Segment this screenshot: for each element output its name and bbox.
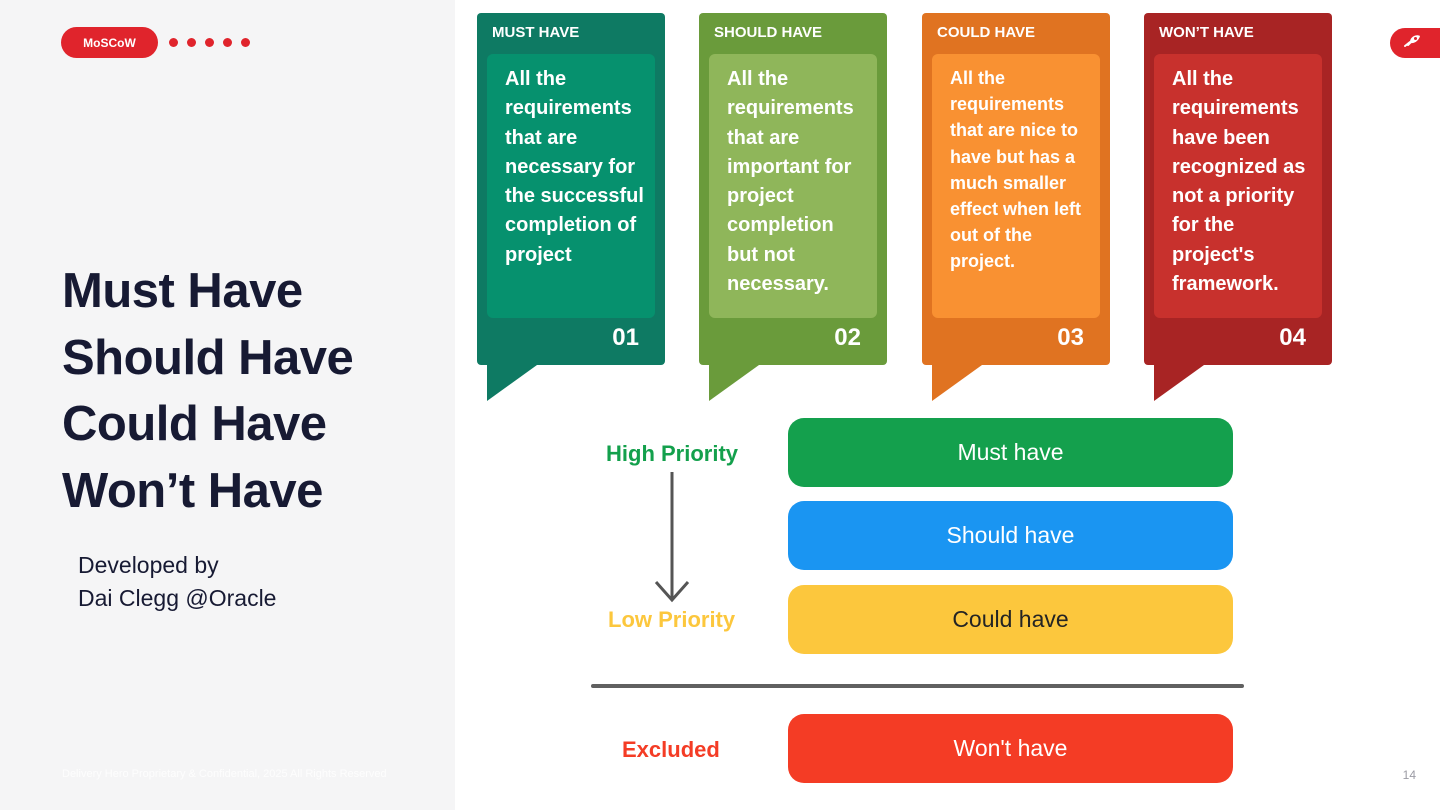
high-priority-label: High Priority [606, 441, 739, 466]
heading-line-wont: Won’t Have [62, 463, 323, 518]
page-number: 14 [1402, 768, 1416, 782]
heading-line-could: Could Have [62, 397, 327, 451]
card-number: 02 [834, 324, 861, 351]
card-text: All the requirements that are nice to ha… [950, 68, 1082, 272]
card-body: All the requirements that are necessary … [487, 54, 655, 318]
card-text: All the requirements that are important … [727, 68, 854, 296]
card-could-have: COULD HAVE All the requirements that are… [922, 13, 1110, 401]
dot [169, 38, 178, 47]
card-wont-have: WON’T HAVE All the requirements have bee… [1144, 13, 1332, 401]
card-should-have: SHOULD HAVE All the requirements that ar… [699, 13, 887, 401]
excluded-label: Excluded [622, 737, 720, 762]
heading-line-must: Must Have [62, 264, 303, 318]
bar-must-have: Must have [788, 418, 1233, 487]
card-tail [1154, 365, 1204, 401]
bar-could-have: Could have [788, 585, 1233, 654]
card-title: MUST HAVE [492, 24, 580, 41]
card-number: 04 [1279, 324, 1306, 351]
dot [223, 38, 232, 47]
card-tail [709, 365, 759, 401]
developed-by: Developed by Dai Clegg @Oracle [78, 549, 276, 615]
card-title: COULD HAVE [937, 24, 1036, 41]
dot [205, 38, 214, 47]
logo-badge [1390, 28, 1440, 58]
card-must-have: MUST HAVE All the requirements that are … [477, 13, 665, 401]
card-body: All the requirements that are nice to ha… [932, 54, 1100, 318]
heading-line-should: Should Have [62, 330, 354, 385]
decorative-dots [169, 38, 250, 47]
card-tail [487, 365, 537, 401]
card-text: All the requirements have been recognize… [1172, 68, 1306, 296]
card-number: 01 [612, 324, 639, 351]
card-number: 03 [1057, 324, 1084, 351]
card-title: WON’T HAVE [1159, 24, 1254, 41]
developed-by-author: Dai Clegg @Oracle [78, 585, 277, 611]
card-tail [932, 365, 982, 401]
low-priority-label: Low Priority [608, 607, 736, 632]
moscow-badge: MoSCoW [61, 27, 158, 58]
delivery-hero-logo-icon [1402, 33, 1422, 54]
card-text: All the requirements that are necessary … [505, 68, 644, 266]
card-body: All the requirements have been recognize… [1154, 54, 1322, 318]
arrow-down-icon [652, 472, 692, 609]
dot [187, 38, 196, 47]
card-body: All the requirements that are important … [709, 54, 877, 318]
slide-heading: Must Have Should Have Could Have Won’t H… [62, 258, 354, 524]
bar-wont-have: Won't have [788, 714, 1233, 783]
card-title: SHOULD HAVE [714, 24, 823, 41]
dot [241, 38, 250, 47]
bar-should-have: Should have [788, 501, 1233, 570]
developed-by-line: Developed by [78, 552, 219, 578]
left-panel: MoSCoW Must Have Should Have Could Have … [0, 0, 455, 810]
divider [591, 684, 1244, 688]
footer-confidential: Delivery Hero Proprietary & Confidential… [62, 768, 387, 780]
